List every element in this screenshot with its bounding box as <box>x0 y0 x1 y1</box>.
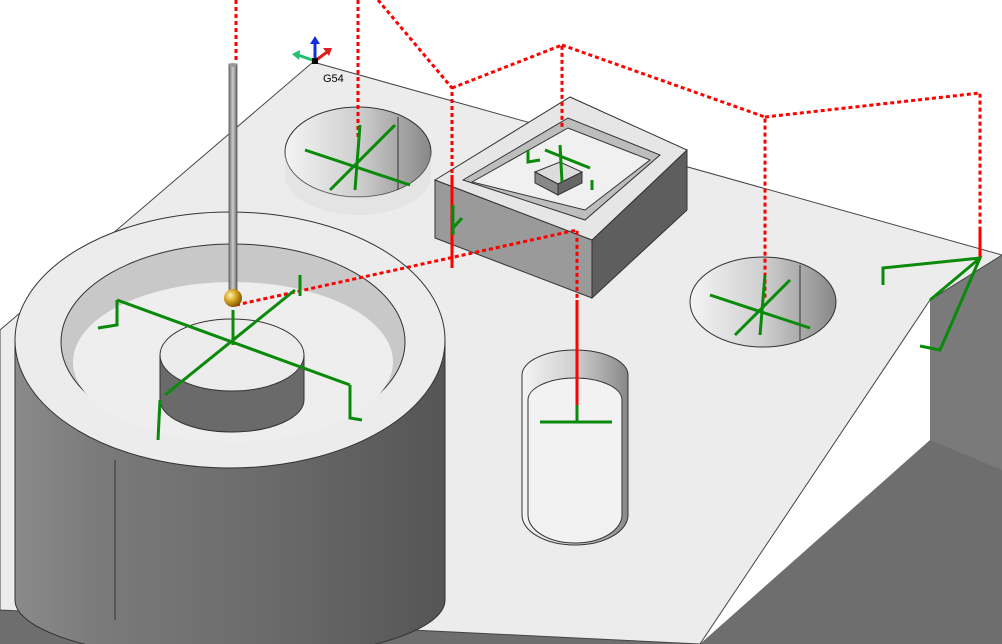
probe-ball <box>224 289 242 307</box>
probe-tool <box>224 63 242 307</box>
slot-pocket <box>521 349 629 546</box>
probe-points <box>97 123 983 441</box>
block-front-face <box>0 260 1002 644</box>
wcs-label: G54 <box>323 73 344 85</box>
probe-path <box>234 0 982 355</box>
block-right-face <box>930 255 1002 470</box>
axis-triad-icon <box>292 36 332 64</box>
